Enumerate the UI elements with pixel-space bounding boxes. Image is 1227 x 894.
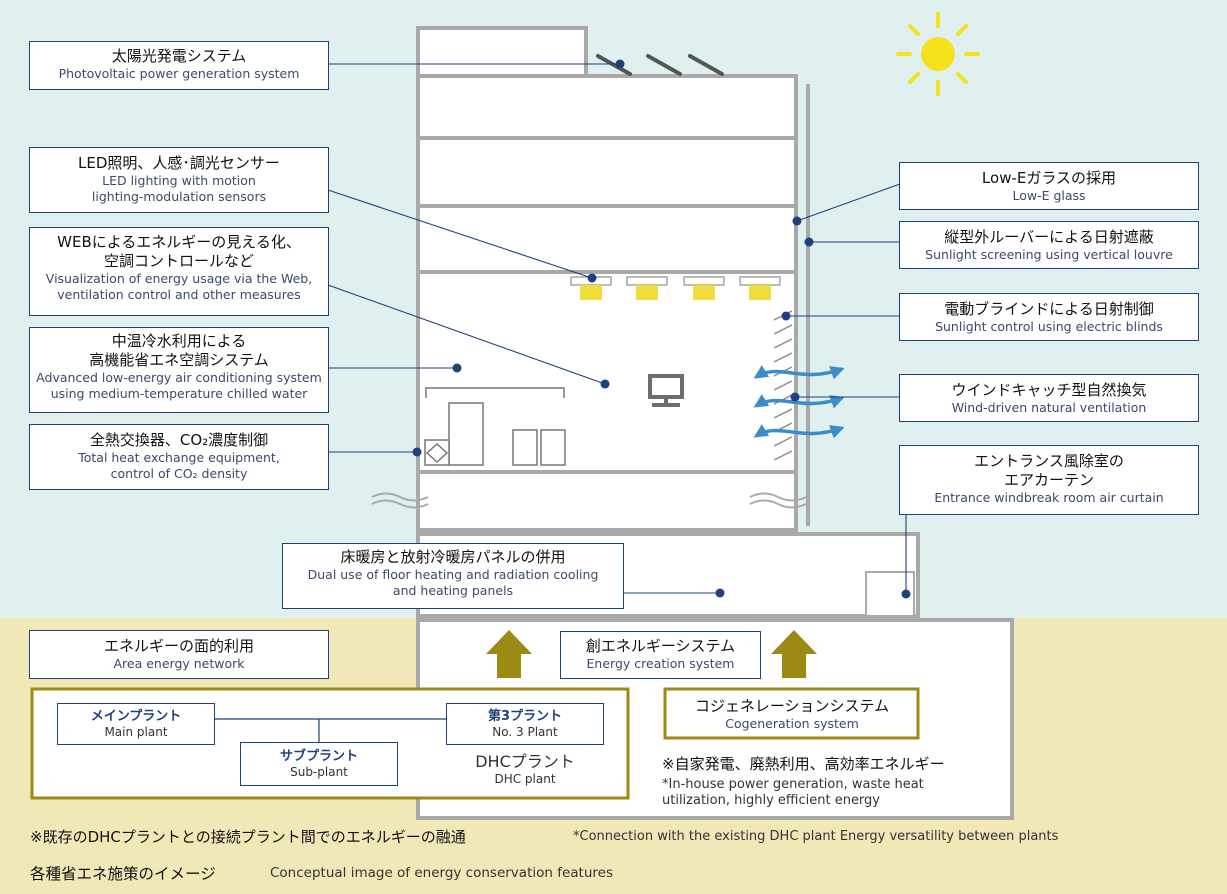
note-self-generation-en: *In-house power generation, waste heat u… bbox=[662, 777, 924, 808]
plant-main: メインプラント Main plant bbox=[57, 703, 215, 745]
cogeneration-frame bbox=[663, 687, 920, 740]
caption-en: Conceptual image of energy conservation … bbox=[270, 865, 613, 881]
plant-sub: サブプラント Sub-plant bbox=[240, 742, 398, 786]
label-air-conditioning: 中温冷水利用による 高機能省エネ空調システム Advanced low-ener… bbox=[29, 327, 329, 413]
sun-icon bbox=[896, 12, 980, 96]
label-entrance-air-curtain: エントランス風除室の エアカーテン Entrance windbreak roo… bbox=[899, 445, 1199, 515]
solar-panel-icons bbox=[596, 54, 724, 76]
label-low-e-glass: Low-Eガラスの採用 Low-E glass bbox=[899, 162, 1199, 210]
air-conditioning-equipment bbox=[424, 387, 566, 466]
label-floor-heating: 床暖房と放射冷暖房パネルの併用 Dual use of floor heatin… bbox=[282, 543, 624, 609]
note-connection-jp: ※既存のDHCプラントとの接続プラント間でのエネルギーの融通 bbox=[30, 828, 466, 846]
leader-lines bbox=[327, 63, 907, 594]
note-self-generation-jp: ※自家発電、廃熱利用、高効率エネルギー bbox=[662, 755, 945, 773]
label-photovoltaic: 太陽光発電システム Photovoltaic power generation … bbox=[29, 41, 329, 90]
leader-dots bbox=[412, 59, 911, 599]
label-total-heat-exchange: 全熱交換器、CO₂濃度制御 Total heat exchange equipm… bbox=[29, 424, 329, 490]
note-connection-en: *Connection with the existing DHC plant … bbox=[573, 829, 1059, 844]
label-led-lighting: LED照明、人感･調光センサー LED lighting with motion… bbox=[29, 147, 329, 213]
cut-wave-lines bbox=[371, 492, 807, 509]
label-natural-ventilation: ウインドキャッチ型自然換気 Wind-driven natural ventil… bbox=[899, 374, 1199, 422]
caption-jp: 各種省エネ施策のイメージ bbox=[30, 865, 216, 883]
dhc-plant-label: DHCプラント DHC plant bbox=[475, 752, 575, 786]
label-vertical-louvre: 縦型外ルーバーによる日射遮蔽 Sunlight screening using … bbox=[899, 221, 1199, 269]
ventilation-arrows bbox=[753, 365, 845, 439]
label-electric-blinds: 電動ブラインドによる日射制御 Sunlight control using el… bbox=[899, 293, 1199, 341]
label-area-energy-network: エネルギーの面的利用 Area energy network bbox=[29, 630, 329, 679]
monitor-icon bbox=[648, 374, 684, 407]
plant-no3: 第3プラント No. 3 Plant bbox=[446, 703, 604, 745]
electric-blind-icon bbox=[773, 310, 793, 461]
label-web-visualization: WEBによるエネルギーの見える化、 空調コントロールなど Visualizati… bbox=[29, 227, 329, 316]
energy-up-arrows bbox=[486, 630, 817, 678]
label-energy-creation: 創エネルギーシステム Energy creation system bbox=[560, 631, 761, 679]
label-cogeneration: コジェネレーションシステム Cogeneration system bbox=[694, 697, 890, 731]
plant-connection-lines bbox=[215, 718, 446, 742]
